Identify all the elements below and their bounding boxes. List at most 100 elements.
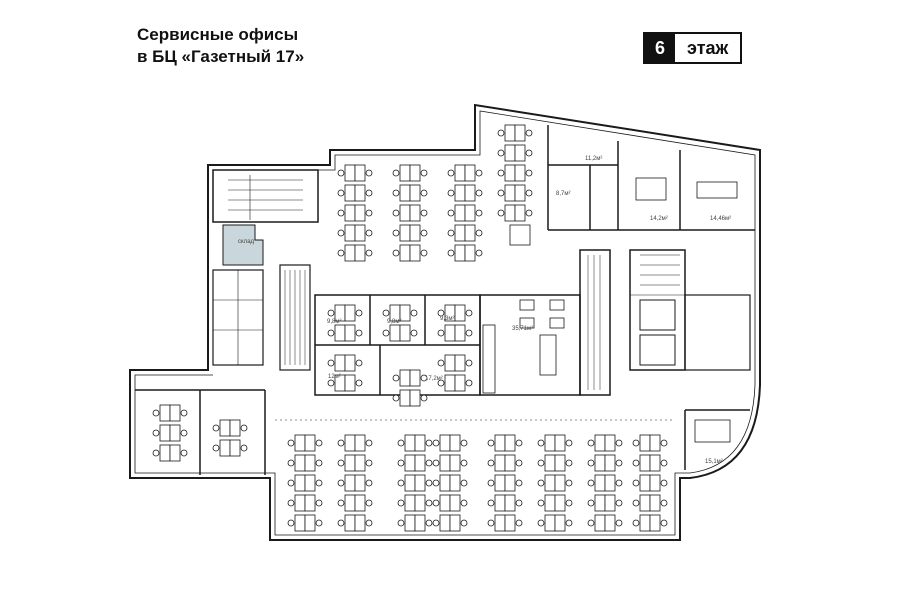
- desk: [464, 244, 476, 262]
- desk: [604, 494, 616, 512]
- desk: [694, 419, 731, 443]
- desk: [344, 164, 356, 182]
- desk: [409, 244, 421, 262]
- chair: [465, 329, 473, 337]
- chair: [432, 439, 440, 447]
- desk: [294, 494, 306, 512]
- desk: [294, 454, 306, 472]
- chair: [327, 379, 335, 387]
- chair: [487, 459, 495, 467]
- chair: [180, 409, 188, 417]
- desk: [354, 434, 366, 452]
- chair: [355, 329, 363, 337]
- chair: [392, 189, 400, 197]
- desk: [454, 354, 466, 372]
- chair: [365, 209, 373, 217]
- chair: [365, 249, 373, 257]
- chair: [365, 519, 373, 527]
- chair: [425, 479, 433, 487]
- chair: [475, 169, 483, 177]
- chair: [287, 499, 295, 507]
- chair: [152, 429, 160, 437]
- chair: [337, 169, 345, 177]
- stairs-lines: [228, 175, 303, 220]
- chair: [437, 329, 445, 337]
- chair: [515, 519, 523, 527]
- chair: [337, 519, 345, 527]
- desk: [399, 389, 411, 407]
- chair: [337, 189, 345, 197]
- room-area-label: 14,46м²: [710, 216, 731, 222]
- chair: [447, 229, 455, 237]
- chair: [432, 499, 440, 507]
- desk: [594, 434, 606, 452]
- chair: [660, 479, 668, 487]
- chair: [447, 249, 455, 257]
- meeting-table: [696, 181, 738, 199]
- chair: [475, 209, 483, 217]
- chair: [615, 499, 623, 507]
- room-area-label: 9,3м²: [440, 316, 454, 322]
- desk: [414, 514, 426, 532]
- desk: [159, 404, 171, 422]
- chair: [537, 499, 545, 507]
- meeting-table: [635, 177, 667, 201]
- desk: [639, 454, 651, 472]
- desk: [399, 244, 411, 262]
- desk: [454, 204, 466, 222]
- chair: [475, 229, 483, 237]
- chair: [432, 519, 440, 527]
- desk: [444, 354, 456, 372]
- chair: [660, 519, 668, 527]
- chair: [425, 519, 433, 527]
- chair: [392, 249, 400, 257]
- table: [519, 317, 535, 329]
- desk: [444, 374, 456, 392]
- table: [519, 299, 535, 311]
- desk: [449, 494, 461, 512]
- desk: [169, 404, 181, 422]
- desk: [344, 304, 356, 322]
- chair: [410, 309, 418, 317]
- room-area-label: 9,8м²: [387, 319, 401, 325]
- desk: [554, 454, 566, 472]
- desk: [354, 204, 366, 222]
- desk: [409, 184, 421, 202]
- desk: [344, 494, 356, 512]
- shaft-right: [579, 249, 611, 396]
- chair: [240, 444, 248, 452]
- chair: [365, 459, 373, 467]
- chair: [587, 439, 595, 447]
- desk: [414, 434, 426, 452]
- desk: [344, 374, 356, 392]
- desk: [514, 184, 526, 202]
- desk: [399, 369, 411, 387]
- chair: [180, 449, 188, 457]
- chair: [565, 459, 573, 467]
- desk: [389, 324, 401, 342]
- desk: [494, 474, 506, 492]
- chair: [537, 459, 545, 467]
- chair: [515, 479, 523, 487]
- chair: [660, 499, 668, 507]
- chair: [287, 519, 295, 527]
- chair: [515, 499, 523, 507]
- desk: [219, 439, 231, 457]
- desk: [604, 474, 616, 492]
- chair: [425, 499, 433, 507]
- desk: [494, 434, 506, 452]
- chair: [327, 329, 335, 337]
- desk: [454, 224, 466, 242]
- desk: [464, 204, 476, 222]
- chair: [460, 459, 468, 467]
- chair: [337, 459, 345, 467]
- desk: [344, 354, 356, 372]
- chair: [515, 439, 523, 447]
- desk: [159, 444, 171, 462]
- chair: [410, 329, 418, 337]
- chair: [525, 189, 533, 197]
- desk: [594, 514, 606, 532]
- chair: [397, 499, 405, 507]
- desk: [354, 454, 366, 472]
- chair: [240, 424, 248, 432]
